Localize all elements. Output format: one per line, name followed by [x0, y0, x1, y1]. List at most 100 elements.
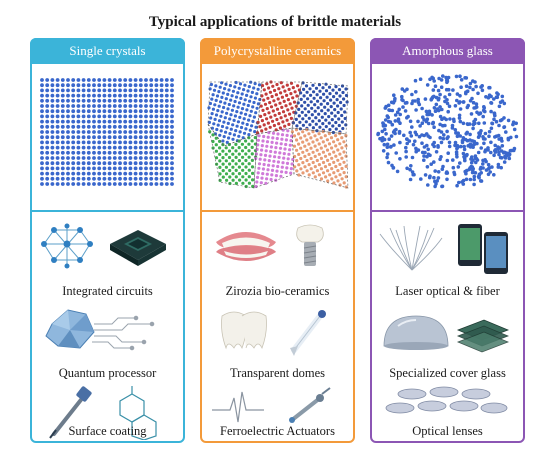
- atom-dot: [123, 166, 128, 171]
- atom-dot: [92, 109, 96, 114]
- atom-dot: [71, 109, 76, 114]
- atom-dot: [288, 112, 292, 116]
- atom-dot: [309, 93, 313, 97]
- atom-dot: [76, 176, 81, 181]
- atom-dot: [214, 113, 219, 117]
- single-crystal-lattice: [40, 78, 174, 186]
- atom-dot: [208, 101, 212, 106]
- atom-dot: [144, 88, 148, 93]
- atom-dot: [71, 176, 76, 181]
- atom-dot: [311, 83, 315, 87]
- atom-dot: [405, 87, 409, 92]
- atom-dot: [71, 140, 76, 145]
- atom-dot: [482, 121, 487, 125]
- atom-dot: [66, 176, 70, 181]
- atom-dot: [247, 175, 251, 179]
- atom-dot: [144, 109, 148, 114]
- atom-dot: [154, 124, 159, 129]
- atom-dot: [107, 140, 112, 145]
- atom-dot: [339, 107, 343, 111]
- atom-dot: [451, 158, 455, 162]
- atom-dot: [321, 122, 325, 126]
- atom-dot: [240, 92, 244, 96]
- atom-dot: [144, 182, 148, 186]
- atom-dot: [288, 102, 292, 106]
- atom-dot: [314, 116, 318, 120]
- atom-dot: [338, 173, 342, 177]
- atom-dot: [319, 156, 323, 160]
- atom-dot: [295, 124, 299, 128]
- atom-dot: [138, 150, 143, 155]
- atom-dot: [40, 150, 44, 155]
- atom-dot: [128, 140, 133, 145]
- atom-dot: [228, 175, 232, 179]
- atom-dot: [71, 156, 76, 160]
- atom-dot: [481, 166, 485, 170]
- atom-dot: [231, 159, 235, 163]
- atom-dot: [118, 109, 122, 114]
- atom-dot: [445, 98, 449, 102]
- atom-dot: [241, 175, 245, 179]
- atom-dot: [423, 97, 428, 101]
- atom-dot: [439, 85, 444, 89]
- atom-dot: [305, 158, 309, 163]
- atom-dot: [66, 93, 70, 98]
- atom-dot: [214, 98, 218, 102]
- atom-dot: [123, 176, 128, 181]
- atom-dot: [393, 113, 398, 117]
- atom-dot: [224, 159, 228, 163]
- atom-dot: [431, 88, 436, 92]
- atom-dot: [45, 156, 50, 160]
- atom-dot: [159, 145, 164, 150]
- atom-dot: [440, 167, 445, 171]
- atom-dot: [164, 114, 169, 119]
- atom-dot: [256, 143, 260, 147]
- atom-dot: [236, 120, 240, 124]
- atom-dot: [276, 160, 280, 164]
- atom-dot: [309, 156, 313, 161]
- atom-dot: [221, 139, 225, 143]
- atom-dot: [461, 121, 466, 126]
- atom-dot: [164, 156, 169, 160]
- atom-dot: [81, 93, 86, 98]
- atom-dot: [479, 179, 483, 183]
- atom-dot: [76, 109, 81, 114]
- atom-dot: [306, 97, 310, 101]
- atom-dot: [433, 184, 437, 189]
- atom-dot: [341, 90, 345, 95]
- atom-dot: [407, 139, 412, 143]
- atom-dot: [403, 109, 408, 113]
- atom-dot: [292, 144, 297, 148]
- atom-dot: [393, 119, 398, 123]
- atom-dot: [221, 162, 225, 166]
- atom-dot: [473, 171, 478, 175]
- atom-dot: [311, 119, 315, 123]
- atom-dot: [237, 172, 242, 176]
- atom-dot: [456, 165, 461, 169]
- atom-dot: [244, 139, 248, 143]
- atom-dot: [128, 114, 133, 119]
- atom-dot: [395, 110, 400, 114]
- app-label: Surface coating: [68, 424, 147, 438]
- atom-dot: [315, 158, 319, 163]
- atom-dot: [429, 162, 433, 166]
- atom-dot: [452, 119, 456, 124]
- atom-dot: [118, 88, 122, 93]
- atom-dot: [107, 119, 112, 124]
- atom-dot: [283, 147, 287, 151]
- atom-dot: [244, 127, 248, 131]
- atom-dot: [410, 101, 414, 106]
- atom-dot: [242, 131, 247, 135]
- atom-dot: [455, 98, 459, 103]
- atom-dot: [224, 97, 228, 101]
- atom-dot: [420, 133, 424, 137]
- cover-glass-stack-icon: [456, 319, 510, 353]
- atom-dot: [451, 165, 456, 170]
- atom-dot: [97, 98, 102, 103]
- atom-dot: [432, 106, 437, 110]
- atom-dot: [170, 88, 174, 93]
- atom-dot: [342, 171, 346, 175]
- atom-dot: [86, 93, 91, 98]
- atom-dot: [486, 146, 490, 150]
- atom-dot: [297, 114, 301, 118]
